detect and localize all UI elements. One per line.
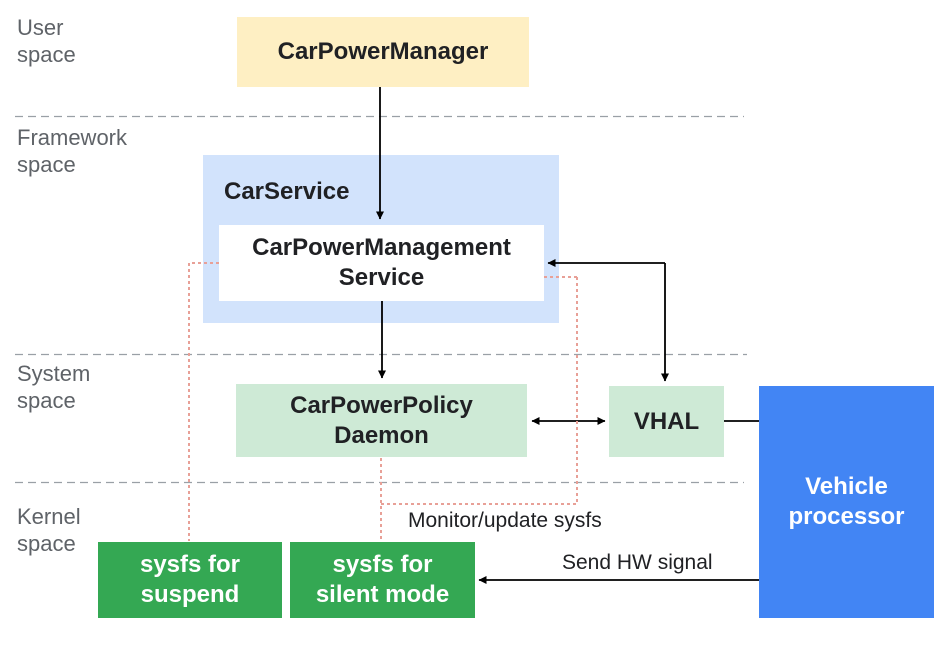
node-sysfs-for-silent-mode: sysfs for silent mode bbox=[290, 542, 475, 618]
space-label-system: System space bbox=[17, 361, 91, 413]
edge-label-monitor-update-sysfs: Monitor/update sysfs bbox=[408, 509, 602, 532]
node-vhal: VHAL bbox=[609, 386, 724, 457]
space-label-framework: Framework space bbox=[17, 125, 128, 177]
node-vehicle-processor: Vehicle processor bbox=[759, 386, 934, 618]
node-sysfs-for-suspend: sysfs for suspend bbox=[98, 542, 282, 618]
node-car-power-policy-daemon: CarPowerPolicy Daemon bbox=[236, 384, 527, 457]
space-label-kernel: Kernel space bbox=[17, 504, 81, 556]
node-car-service-label: CarService bbox=[224, 178, 350, 205]
space-label-user: User space bbox=[17, 15, 76, 67]
node-car-power-manager: CarPowerManager bbox=[237, 17, 529, 87]
node-car-power-management-service: CarPowerManagement Service bbox=[219, 225, 544, 301]
edge-label-send-hw-signal: Send HW signal bbox=[562, 551, 713, 574]
